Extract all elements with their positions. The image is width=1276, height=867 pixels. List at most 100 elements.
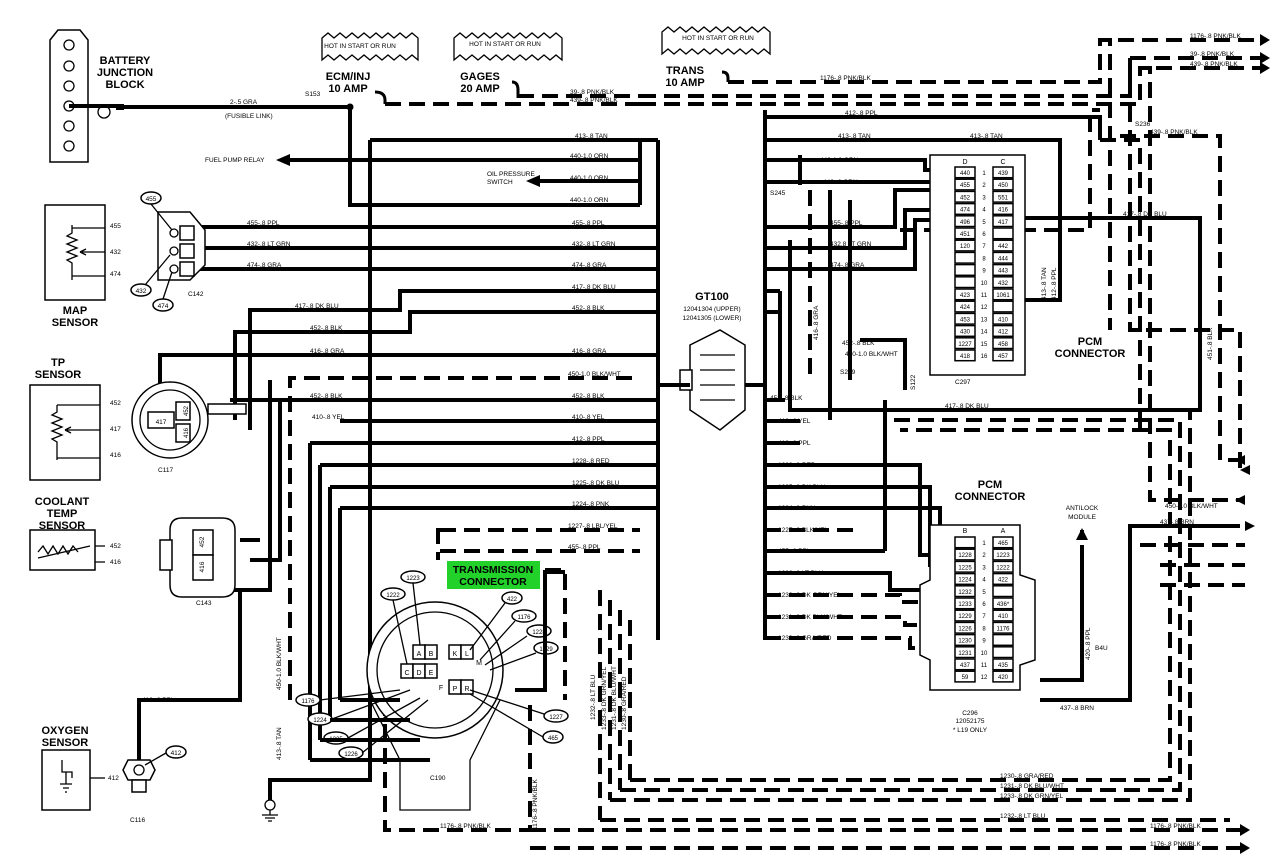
col-label: A [1001, 528, 1006, 535]
wire-label: 1233-.8 DK GRN/YEL [778, 592, 842, 599]
pin-label: 452 [184, 405, 190, 416]
pin-callout: 412 [171, 750, 182, 757]
pin-circuit-b: 1229 [958, 614, 972, 620]
pin-callout: 432 [136, 288, 147, 295]
wire-label: 432-.8 LT GRN [572, 241, 616, 248]
wire-label: 450-1.0 BLK/WHT [1165, 503, 1218, 510]
connector-c117: 417 452 416 C117 [131, 381, 247, 474]
fuse-name: GAGES [460, 71, 500, 83]
splice-label: S153 [305, 91, 321, 98]
pin-number: 4 [982, 578, 986, 584]
pin-number: 5 [982, 220, 986, 226]
wire-label: 440-1.0 ORN [570, 197, 609, 204]
pin-number: 5 [982, 590, 986, 596]
connector-c116: 412 C116 [122, 745, 187, 824]
pin-circuit-a: 1176 [997, 626, 1011, 632]
wire-label: 450-1.0 BLK/WHT [276, 637, 283, 690]
wire-label: 410-.8 YEL [778, 418, 811, 425]
wire-label: 413-.8 TAN [970, 133, 1003, 140]
gt100-upper: 12041304 (UPPER) [683, 306, 740, 313]
wire-label: 1232-.8 LT BLU [590, 674, 597, 720]
pin-circuit-a: 422 [998, 578, 1009, 584]
pcm-lower-row: 4 1224 422 [954, 572, 1014, 586]
antilock-label-2: MODULE [1068, 514, 1096, 521]
tp-sensor-label-2: SENSOR [35, 369, 82, 381]
pcm-upper-label-1: PCM [1078, 336, 1102, 348]
wire-label: 1176-.8 PNK/BLK [1150, 841, 1201, 848]
pcm-lower-label-1: PCM [978, 479, 1002, 491]
map-sensor-label-2: SENSOR [52, 317, 99, 329]
fuse-trans: HOT IN START OR RUN TRANS 10 AMP [661, 26, 771, 89]
wire-label: 39-.8 PNK/BLK [570, 89, 615, 96]
pin-letter: M [476, 660, 482, 667]
wire-label: 412-.8 PPL [142, 697, 175, 704]
wire-label: 432-.8 LT GRN [247, 241, 291, 248]
fuse-amp: 10 AMP [665, 77, 704, 89]
pin-callout: 1227 [549, 715, 563, 721]
pin-circuit-c: 1061 [996, 293, 1010, 299]
pin-number: 4 [982, 208, 986, 214]
pcm-upper-label-2: CONNECTOR [1055, 348, 1126, 360]
wire-label: 1233-.8 DK GRN/YEL [1000, 793, 1064, 800]
wire-label: 1228-.8 RED [778, 462, 816, 469]
pcm-upper-row: 4 474 416 [954, 202, 1014, 216]
pin-circuit-d: 496 [960, 220, 971, 226]
connector-label: C190 [430, 775, 446, 782]
fuse-hot-label: HOT IN START OR RUN [469, 41, 541, 48]
pin-circuit-c: 551 [998, 195, 1009, 201]
wire-label: 417-.8 DK BLU [1123, 211, 1167, 218]
wire-label: 474-.8 GRA [830, 262, 865, 269]
wire-label: 420-.8 PPL [1085, 627, 1092, 660]
wire-label: 440-1.0 ORN [570, 153, 609, 160]
wire-label: 39-.8 PNK/BLK [1190, 51, 1235, 58]
wire-label: 1176-.8 PNK/BLK [1150, 823, 1201, 830]
fuel-pump-relay-label: FUEL PUMP RELAY [205, 157, 265, 164]
pin-circuit-c: 450 [998, 183, 1009, 189]
pin-callout: 1226 [344, 752, 358, 758]
pin-number: 16 [981, 354, 988, 360]
pin-number: 2 [982, 553, 986, 559]
ect-label-3: SENSOR [39, 520, 86, 532]
pin-number: 11 [981, 293, 988, 299]
battery-junction-label-2: JUNCTION [97, 67, 153, 79]
o2-label-1: OXYGEN [41, 725, 88, 737]
coolant-temp-sensor: 452 416 COOLANT TEMP SENSOR [29, 496, 121, 571]
pin-circuit-b: 1224 [958, 578, 972, 584]
wire-label: 417-.8 DK BLU [945, 403, 989, 410]
pin-circuit-c: 442 [998, 244, 1009, 250]
pin-callout: 474 [158, 303, 169, 310]
pin-circuit-b: 1231 [958, 651, 972, 657]
pin-circuit-d: 474 [960, 208, 971, 214]
wire-label: 1231-.8 DK BLU/WHT [778, 614, 842, 621]
pin-circuit-d: 1227 [958, 342, 972, 348]
wire-label: 452-.8 BLK [310, 393, 343, 400]
wire-label: 474-.8 GRA [572, 262, 607, 269]
fuse-amp: 10 AMP [328, 83, 367, 95]
wire-label: 1176-.8 PNK/BLK [532, 779, 539, 830]
pin-circuit-c: 416 [998, 208, 1009, 214]
pin-circuit-a: 435 [998, 663, 1009, 669]
connector-label: C297 [955, 379, 971, 386]
wire-label: 455-.8 PPL [247, 220, 280, 227]
wire-label: 416-.8 GRA [813, 305, 820, 340]
pin-number: 12 [981, 675, 988, 681]
pin-number: 6 [982, 602, 986, 608]
pin-label: 416 [199, 561, 206, 572]
wire-label: 1176-.8 PNK/BLK [1190, 33, 1241, 40]
col-label: B [963, 528, 968, 535]
wire-label: 452-.8 BLK [310, 325, 343, 332]
wire-label: 452-.8 BLK [572, 305, 605, 312]
pin-number: 15 [981, 342, 988, 348]
antilock-label-1: ANTILOCK [1066, 505, 1099, 512]
pin-circuit-b: 59 [962, 675, 969, 681]
pin-circuit-b: 1226 [958, 626, 972, 632]
